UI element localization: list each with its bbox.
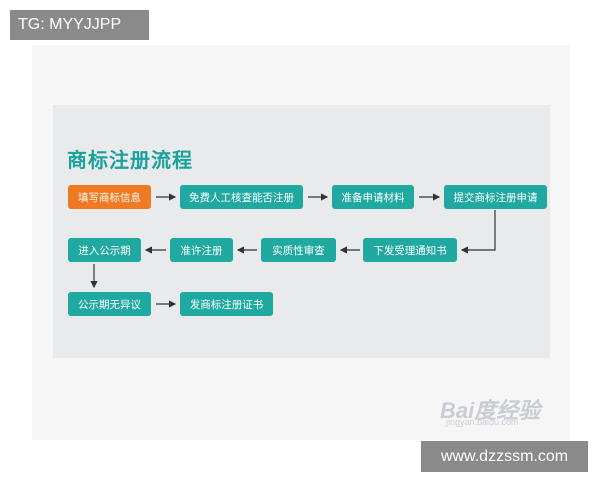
- step-submit-application: 提交商标注册申请: [444, 185, 547, 209]
- step-approve-registration: 准许注册: [170, 238, 233, 262]
- watermark-site: www.dzzssm.com: [421, 441, 588, 472]
- watermark-tag: TG: MYYJJPP: [10, 10, 149, 40]
- step-enter-publication: 进入公示期: [68, 238, 141, 262]
- diagram-title: 商标注册流程: [67, 148, 193, 172]
- step-substantive-review: 实质性审查: [261, 238, 336, 262]
- baidu-watermark-url: jingyan.baidu.com: [446, 417, 519, 427]
- step-no-objection: 公示期无异议: [68, 292, 151, 316]
- step-fill-trademark-info: 填写商标信息: [68, 185, 151, 209]
- baidu-watermark: Bai度经验: [440, 398, 541, 423]
- step-issue-certificate: 发商标注册证书: [180, 292, 273, 316]
- step-acceptance-notice: 下发受理通知书: [363, 238, 457, 262]
- step-prepare-materials: 准备申请材料: [332, 185, 414, 209]
- arrow-4-5: [460, 210, 496, 254]
- step-free-check: 免费人工核查能否注册: [180, 185, 303, 209]
